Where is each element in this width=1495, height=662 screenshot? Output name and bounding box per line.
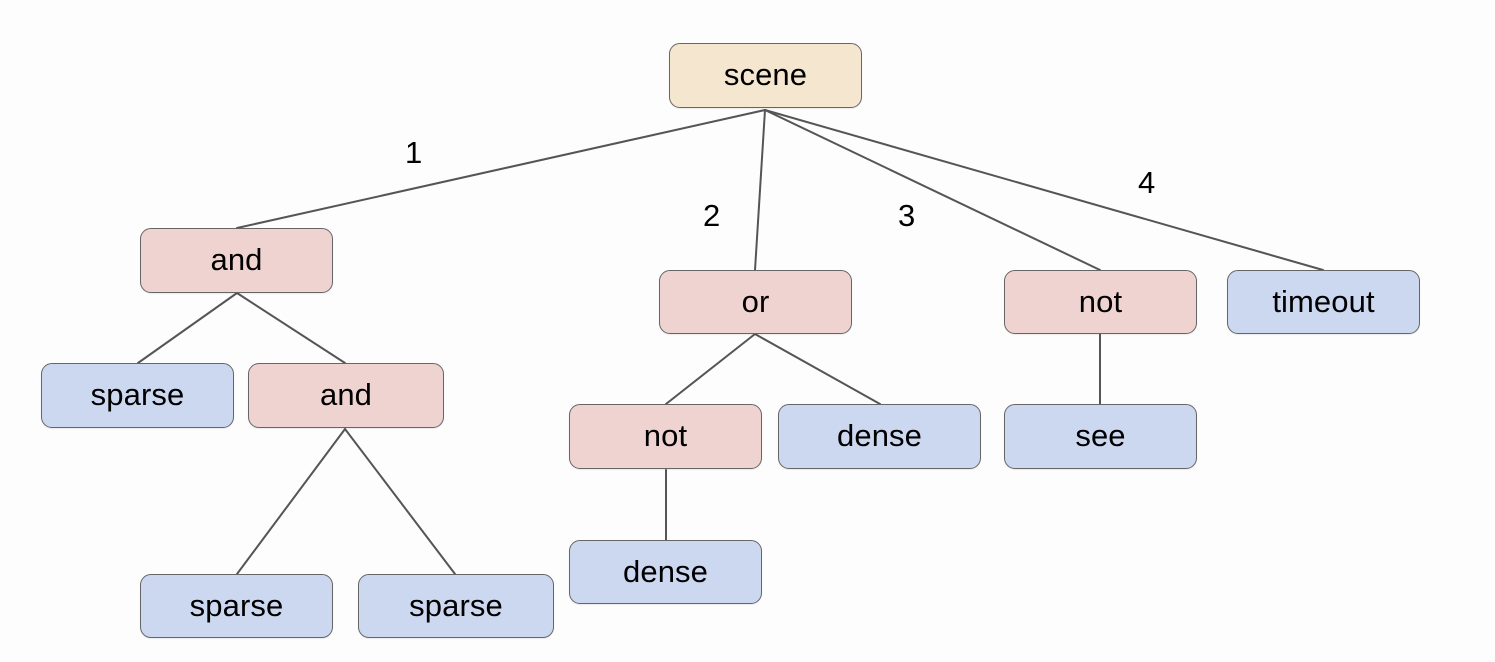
tree-node-label: and xyxy=(210,242,263,277)
tree-node-sparse1[interactable]: sparse xyxy=(41,363,234,428)
tree-node-label: timeout xyxy=(1272,283,1375,319)
tree-edge-scene-to-or1 xyxy=(754,109,766,271)
tree-edge-and2-to-sparse3 xyxy=(344,428,456,575)
tree-node-dense2[interactable]: dense xyxy=(569,540,762,604)
edge-label-2: 2 xyxy=(703,198,721,233)
tree-edge-scene-to-not1 xyxy=(764,109,1101,271)
edge-label-4: 4 xyxy=(1138,165,1156,200)
tree-edge-or1-to-dense1 xyxy=(754,333,881,405)
tree-node-label: dense xyxy=(837,418,922,453)
tree-node-and2[interactable]: and xyxy=(248,363,444,428)
tree-edge-and1-to-and2 xyxy=(236,292,346,364)
tree-node-timeout1[interactable]: timeout xyxy=(1227,270,1420,334)
tree-node-not2[interactable]: not xyxy=(569,404,762,469)
tree-node-label: or xyxy=(741,283,770,319)
edge-label-1: 1 xyxy=(405,135,423,170)
tree-node-label: see xyxy=(1075,418,1126,453)
tree-node-label: dense xyxy=(623,553,708,589)
tree-node-label: not xyxy=(643,418,688,453)
tree-edge-and2-to-sparse2 xyxy=(236,428,346,575)
tree-node-label: scene xyxy=(723,57,808,92)
tree-node-label: and xyxy=(319,377,373,412)
tree-node-label: sparse xyxy=(90,377,185,412)
tree-node-label: not xyxy=(1078,283,1123,319)
tree-node-not1[interactable]: not xyxy=(1004,270,1197,334)
tree-node-see1[interactable]: see xyxy=(1004,404,1197,469)
tree-node-sparse2[interactable]: sparse xyxy=(140,574,333,638)
tree-node-sparse3[interactable]: sparse xyxy=(358,574,554,638)
tree-node-dense1[interactable]: dense xyxy=(778,404,981,469)
tree-node-label: sparse xyxy=(189,587,284,623)
tree-node-label: sparse xyxy=(409,587,503,623)
tree-node-or1[interactable]: or xyxy=(659,270,852,334)
tree-edge-and1-to-sparse1 xyxy=(137,292,238,364)
tree-node-and1[interactable]: and xyxy=(140,228,333,293)
tree-edge-scene-to-timeout1 xyxy=(764,109,1324,271)
tree-node-scene[interactable]: scene xyxy=(669,43,862,108)
edge-label-3: 3 xyxy=(898,198,916,233)
tree-edge-or1-to-not2 xyxy=(665,333,756,405)
tree-edge-scene-to-and1 xyxy=(236,109,766,229)
